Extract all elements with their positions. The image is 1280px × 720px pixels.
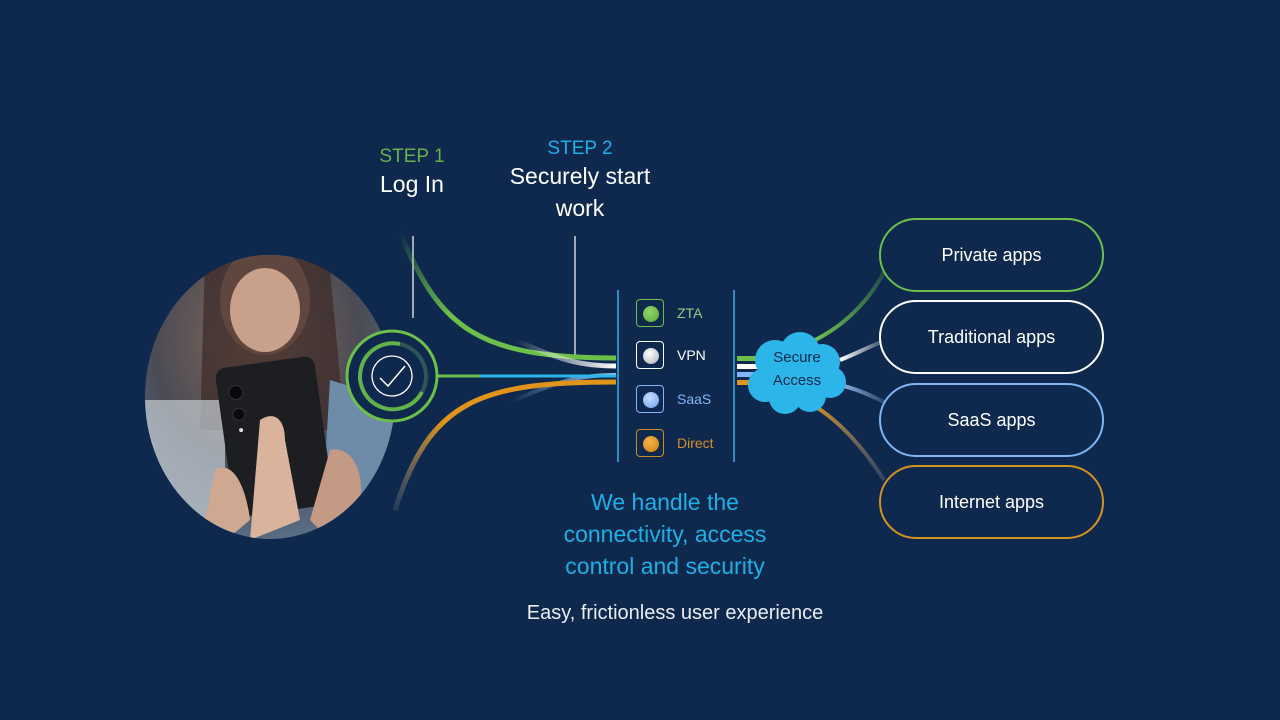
step-2: STEP 2 Securely start work [490, 138, 670, 224]
headline-line-1: We handle the [591, 489, 739, 515]
step-1-title: Log In [380, 171, 444, 197]
direct-dot-icon [643, 436, 659, 452]
headline-line-3: control and security [565, 553, 765, 579]
tagline: Easy, frictionless user experience [526, 602, 824, 624]
step-2-label: STEP 2 [547, 138, 613, 159]
vpn-curve [513, 337, 617, 369]
vpn-stub [737, 364, 762, 369]
legend-item-vpn: VPN [636, 341, 746, 373]
app-private-apps: Private apps [879, 218, 1104, 292]
app-traditional-apps: Traditional apps [879, 300, 1104, 374]
zta-stub [737, 356, 762, 361]
private-apps-link [814, 269, 887, 342]
saas-stub [737, 372, 762, 377]
vpn-dot-icon [643, 348, 659, 364]
legend-box [636, 299, 664, 327]
step-2-title-line-1: Securely start [509, 163, 651, 189]
app-saas-apps: SaaS apps [879, 383, 1104, 457]
legend-box [636, 341, 664, 369]
zta-dot-icon [643, 306, 659, 322]
legend-label-zta: ZTA [677, 305, 703, 321]
legend-item-zta: ZTA [636, 299, 746, 331]
secure-access-line-1: Secure [773, 349, 821, 366]
zta-curve [397, 231, 617, 361]
check-circle-icon [371, 355, 413, 397]
value-headline: We handle the connectivity, access contr… [520, 486, 810, 582]
legend-item-direct: Direct [636, 429, 746, 461]
secure-access-label: Secure Access [752, 346, 842, 392]
legend-label-direct: Direct [677, 435, 714, 451]
saas-dot-icon [643, 392, 659, 408]
secure-access-line-2: Access [772, 372, 822, 389]
direct-curve [392, 379, 617, 511]
checkmark-icon [379, 365, 406, 388]
legend-box [636, 385, 664, 413]
step-2-title-line-2: work [555, 195, 605, 221]
secure-access-cloud [748, 332, 846, 414]
traditional-apps-link [839, 340, 883, 362]
headline-line-2: connectivity, access [563, 521, 767, 547]
legend-label-saas: SaaS [677, 391, 712, 407]
legend-item-saas: SaaS [636, 385, 746, 417]
app-internet-apps: Internet apps [879, 465, 1104, 539]
internet-apps-link [807, 400, 886, 482]
legend-label-vpn: VPN [677, 347, 706, 363]
legend-box [636, 429, 664, 457]
login-check-badge [345, 329, 439, 423]
step-1: STEP 1 Log In [360, 146, 464, 200]
step-1-label: STEP 1 [379, 146, 445, 167]
